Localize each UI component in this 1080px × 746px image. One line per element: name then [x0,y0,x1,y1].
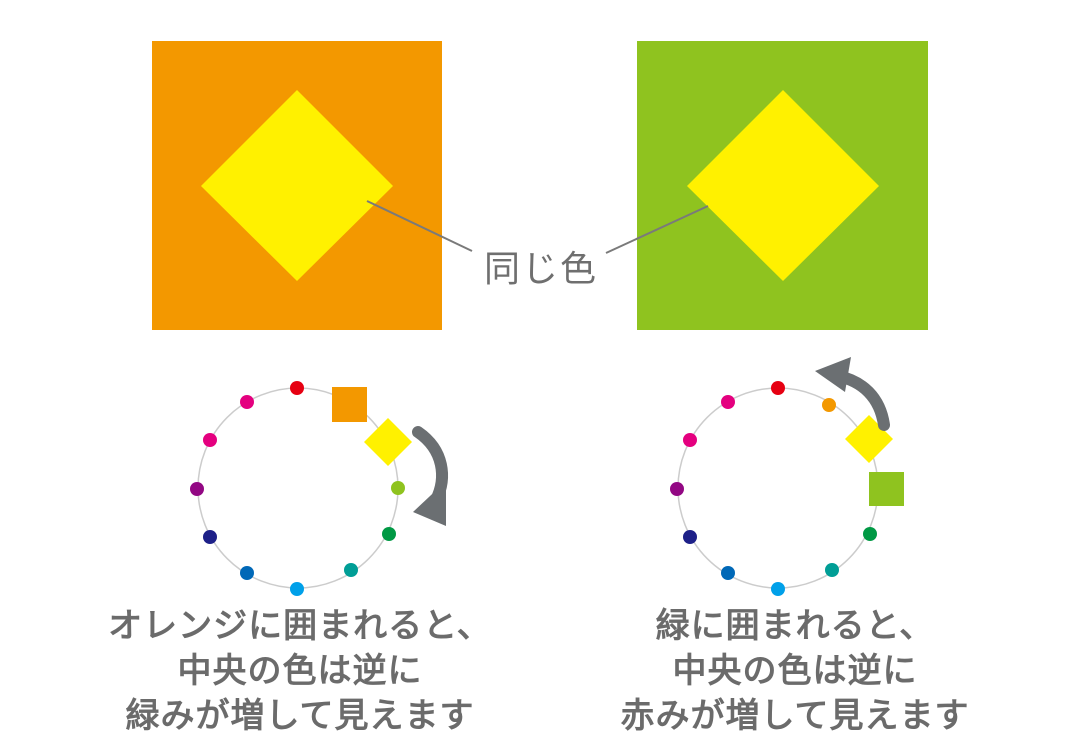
wheel-dot [825,563,839,577]
wheel-dot [240,395,254,409]
wheel-dot [344,563,358,577]
yellow-diamond-left [201,90,393,281]
wheel-dot [721,395,735,409]
leader-line-right [605,205,709,254]
wheel-dot [290,582,304,596]
curved-arrow-down-head [413,481,446,526]
wheel-dot [683,433,697,447]
green-swatch [869,472,904,506]
wheel-dot [863,527,877,541]
orange-swatch [332,387,367,422]
caption-left-line-1: オレンジに囲まれると、 [108,606,492,646]
wheel-dot [240,566,254,580]
caption-left: オレンジに囲まれると、 中央の色は逆に 緑みが増して見えます [100,604,500,739]
same-color-label: 同じ色 [484,249,599,290]
wheel-dot [203,530,217,544]
wheel-dot [683,530,697,544]
caption-right-line-3: 赤みが増して見えます [620,696,970,736]
caption-left-line-3: 緑みが増して見えます [125,696,475,736]
wheel-dot [382,527,396,541]
wheel-dot [721,566,735,580]
wheel-dot [190,482,204,496]
color-wheel-ring-right [677,387,879,589]
caption-right-line-2: 中央の色は逆に [672,651,918,691]
caption-left-line-2: 中央の色は逆に [177,651,423,691]
wheel-dot [391,481,405,495]
wheel-dot [771,381,785,395]
caption-right: 緑に囲まれると、 中央の色は逆に 赤みが増して見えます [595,604,995,739]
wheel-dot [822,398,836,412]
wheel-dot [771,582,785,596]
wheel-dot [290,381,304,395]
yellow-diamond-right [687,90,879,281]
wheel-dot [670,482,684,496]
curved-arrow-up-head [815,357,851,392]
yellow-diamond-small-left [364,418,412,466]
wheel-dot [203,433,217,447]
leader-line-left [366,200,473,252]
color-wheel-ring-left [197,387,399,589]
caption-right-line-1: 緑に囲まれると、 [655,606,935,646]
